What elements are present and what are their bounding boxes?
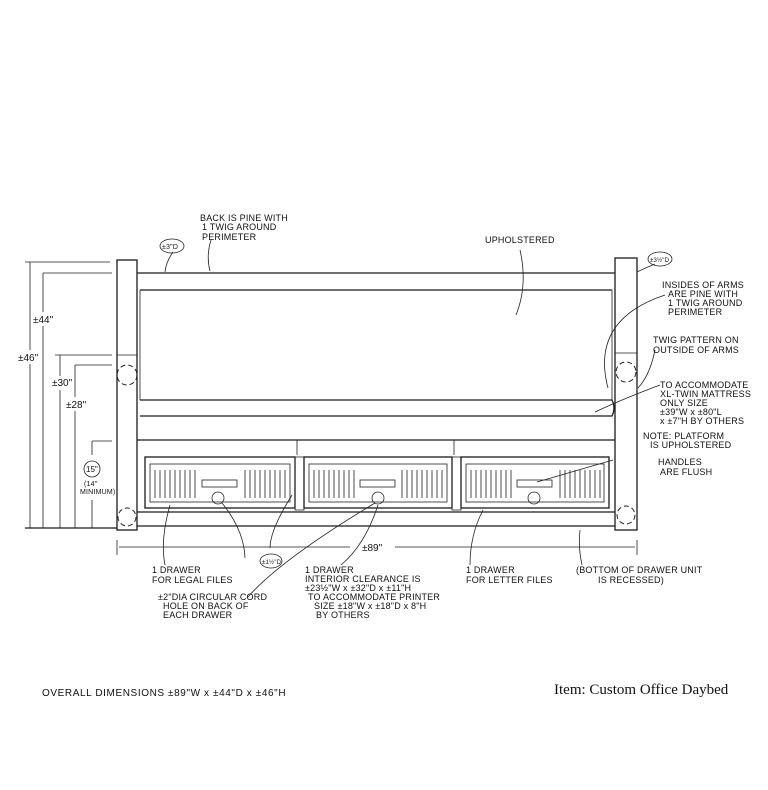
note-drawer-letter: 1 DRAWER FOR LETTER FILES bbox=[466, 565, 553, 585]
svg-text:HANDLES: HANDLES bbox=[658, 457, 702, 467]
dim-arm-height: ±30" bbox=[52, 378, 73, 389]
svg-text:TWIG PATTERN ON: TWIG PATTERN ON bbox=[653, 335, 739, 345]
svg-text:1 DRAWER: 1 DRAWER bbox=[466, 565, 515, 575]
note-upholstered: UPHOLSTERED bbox=[485, 235, 555, 245]
cord-hole bbox=[211, 491, 225, 505]
svg-text:±2"DIA CIRCULAR CORD: ±2"DIA CIRCULAR CORD bbox=[158, 592, 267, 602]
svg-text:PERIMETER: PERIMETER bbox=[202, 232, 257, 242]
note-back: BACK IS PINE WITH 1 TWIG AROUND PERIMETE… bbox=[200, 213, 288, 242]
note-back-diameter: ±3"D bbox=[162, 244, 178, 251]
left-foot-twig-end bbox=[117, 507, 137, 527]
svg-text:FOR LETTER FILES: FOR LETTER FILES bbox=[466, 575, 553, 585]
right-arm-twig-end bbox=[615, 361, 637, 383]
drawer-divider bbox=[294, 456, 305, 511]
handle bbox=[516, 479, 553, 488]
drawer-printer[interactable] bbox=[303, 456, 453, 509]
svg-text:(BOTTOM OF DRAWER UNIT: (BOTTOM OF DRAWER UNIT bbox=[576, 565, 703, 575]
svg-text:HOLE ON BACK OF: HOLE ON BACK OF bbox=[163, 601, 249, 611]
svg-text:BACK IS PINE WITH: BACK IS PINE WITH bbox=[200, 213, 288, 223]
right-post bbox=[614, 257, 638, 531]
svg-text:x ±7"H BY OTHERS: x ±7"H BY OTHERS bbox=[660, 416, 744, 426]
svg-text:1 DRAWER: 1 DRAWER bbox=[305, 565, 354, 575]
svg-text:1 TWIG AROUND: 1 TWIG AROUND bbox=[202, 222, 277, 232]
left-post bbox=[116, 259, 138, 531]
cord-hole bbox=[371, 491, 385, 505]
right-foot-twig-end bbox=[616, 505, 636, 525]
handle bbox=[359, 479, 396, 488]
svg-text:(14": (14" bbox=[84, 481, 98, 488]
svg-text:XL-TWIN MATTRESS: XL-TWIN MATTRESS bbox=[660, 389, 751, 399]
drawer-letter[interactable] bbox=[460, 456, 610, 509]
note-arms-outside: TWIG PATTERN ON OUTSIDE OF ARMS bbox=[653, 335, 739, 355]
svg-text:BY OTHERS: BY OTHERS bbox=[316, 610, 370, 620]
svg-text:INSIDES OF ARMS: INSIDES OF ARMS bbox=[662, 280, 744, 290]
note-drawer-printer: 1 DRAWER INTERIOR CLEARANCE IS ±23½"W x … bbox=[305, 565, 440, 620]
svg-text:ARE FLUSH: ARE FLUSH bbox=[660, 467, 712, 477]
overall-dimensions: OVERALL DIMENSIONS ±89"W x ±44"D x ±46"H bbox=[42, 688, 287, 699]
svg-text:±23½"W x ±32"D x ±11"H: ±23½"W x ±32"D x ±11"H bbox=[305, 583, 411, 593]
note-platform: NOTE: PLATFORM IS UPHOLSTERED bbox=[643, 431, 732, 450]
svg-text:±39"W x ±80"L: ±39"W x ±80"L bbox=[660, 407, 722, 417]
note-post-diameter: ±3½"D bbox=[650, 257, 670, 264]
svg-text:INTERIOR CLEARANCE IS: INTERIOR CLEARANCE IS bbox=[305, 574, 421, 584]
svg-text:IS UPHOLSTERED: IS UPHOLSTERED bbox=[650, 440, 732, 450]
item-title: Item: Custom Office Daybed bbox=[554, 682, 729, 698]
dim-width: ±89" bbox=[362, 543, 383, 554]
dim-seat-height: 15" bbox=[86, 465, 98, 474]
note-mattress: TO ACCOMMODATE XL-TWIN MATTRESS ONLY SIZ… bbox=[660, 380, 751, 426]
note-recessed: (BOTTOM OF DRAWER UNIT IS RECESSED) bbox=[576, 565, 703, 585]
note-drawer-legal: 1 DRAWER FOR LEGAL FILES bbox=[152, 565, 233, 585]
note-arms-inside: INSIDES OF ARMS ARE PINE WITH 1 TWIG ARO… bbox=[662, 280, 744, 317]
svg-text:ARE PINE WITH: ARE PINE WITH bbox=[668, 289, 738, 299]
cord-hole bbox=[527, 491, 541, 505]
svg-text:NOTE: PLATFORM: NOTE: PLATFORM bbox=[643, 431, 724, 441]
note-handles: HANDLES ARE FLUSH bbox=[658, 457, 712, 477]
svg-text:SIZE ±18"W x ±18"D x 8"H: SIZE ±18"W x ±18"D x 8"H bbox=[314, 601, 426, 611]
dim-arm-inner-height: ±28" bbox=[66, 400, 87, 411]
svg-text:TO ACCOMMODATE PRINTER: TO ACCOMMODATE PRINTER bbox=[308, 592, 440, 602]
svg-text:MINIMUM): MINIMUM) bbox=[80, 489, 115, 496]
left-arm-twig-end bbox=[116, 364, 138, 386]
mattress bbox=[140, 399, 615, 417]
svg-text:1 DRAWER: 1 DRAWER bbox=[152, 565, 201, 575]
dim-overall-height: ±46" bbox=[18, 353, 39, 364]
svg-text:TO ACCOMMODATE: TO ACCOMMODATE bbox=[660, 380, 748, 390]
svg-text:EACH DRAWER: EACH DRAWER bbox=[163, 610, 233, 620]
svg-text:ONLY SIZE: ONLY SIZE bbox=[660, 398, 708, 408]
svg-text:OUTSIDE OF ARMS: OUTSIDE OF ARMS bbox=[653, 345, 739, 355]
svg-text:IS RECESSED): IS RECESSED) bbox=[598, 575, 664, 585]
svg-text:1 TWIG AROUND: 1 TWIG AROUND bbox=[668, 298, 743, 308]
note-divider-diameter: ±1½"D bbox=[262, 559, 282, 566]
leader-lines bbox=[162, 239, 666, 599]
svg-text:PERIMETER: PERIMETER bbox=[668, 307, 723, 317]
drawer-legal[interactable] bbox=[144, 456, 296, 509]
svg-text:FOR LEGAL FILES: FOR LEGAL FILES bbox=[152, 575, 233, 585]
dim-back-height: ±44" bbox=[33, 315, 54, 326]
handle bbox=[201, 479, 238, 488]
note-cord-hole: ±2"DIA CIRCULAR CORD HOLE ON BACK OF EAC… bbox=[158, 592, 267, 620]
